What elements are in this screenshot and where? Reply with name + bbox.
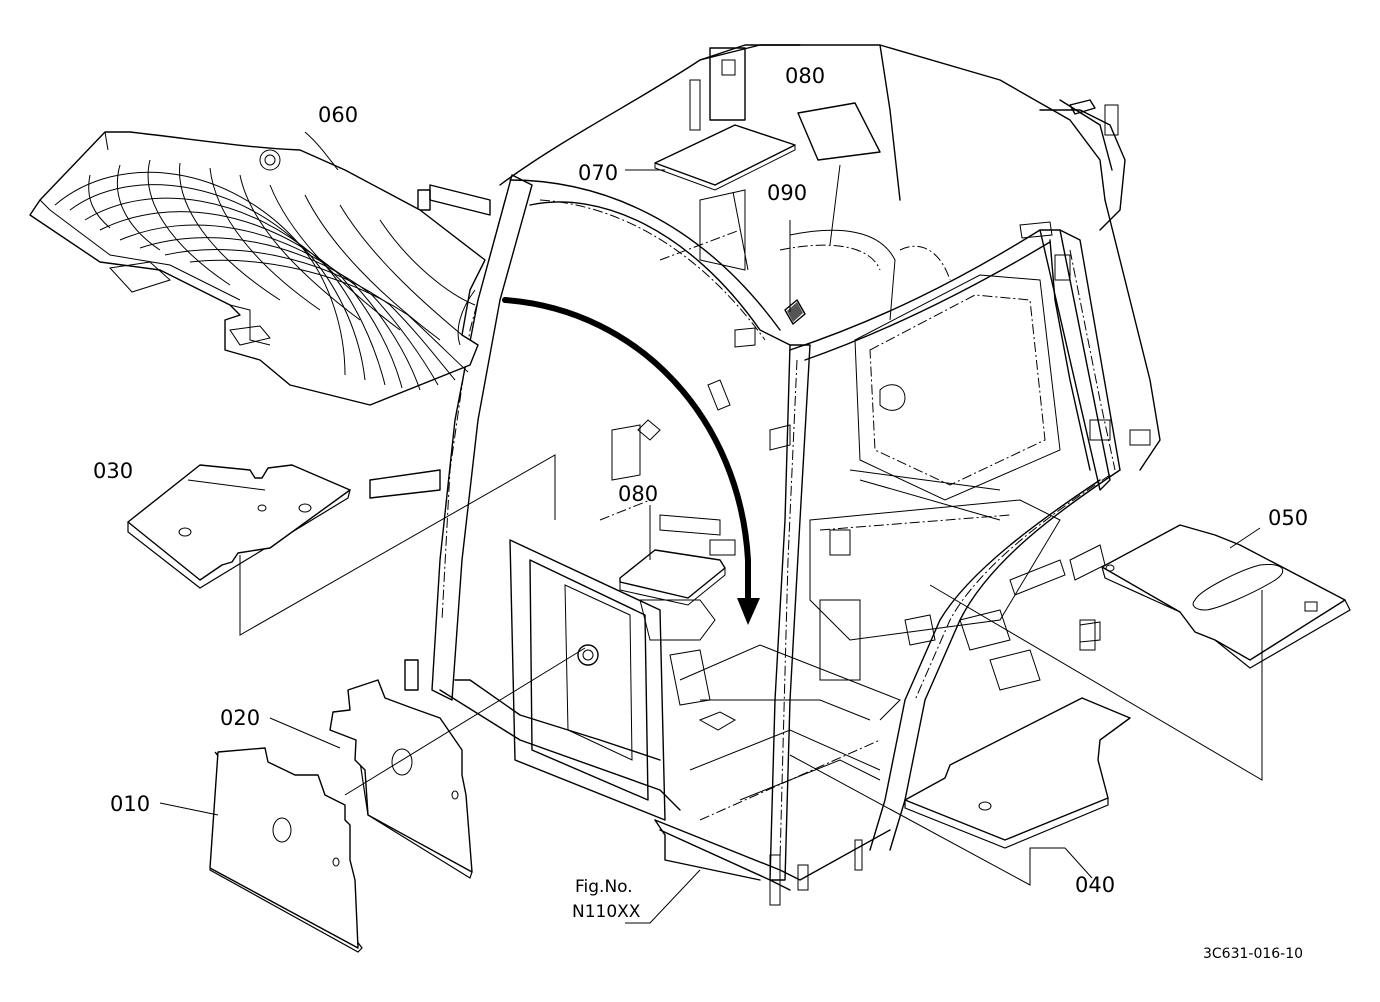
part-040-floor-mat bbox=[904, 697, 1131, 849]
part-020-side-panel bbox=[329, 679, 473, 879]
drawing-code: 3C631-016-10 bbox=[1203, 946, 1303, 962]
callout-070: 070 bbox=[578, 161, 618, 185]
part-030-floor-mat bbox=[127, 464, 351, 589]
figure-number: N110XX bbox=[572, 902, 641, 922]
installation-direction-arrow-icon bbox=[502, 297, 760, 625]
callout-060: 060 bbox=[318, 103, 358, 127]
callout-labels: 060 030 020 010 070 080 090 080 050 040 … bbox=[93, 64, 1308, 962]
part-060-ceiling-liner bbox=[29, 131, 486, 406]
leader-lines bbox=[159, 131, 1263, 924]
callout-090: 090 bbox=[767, 181, 807, 205]
callout-020: 020 bbox=[220, 706, 260, 730]
part-010-side-panel bbox=[209, 747, 363, 953]
callout-050: 050 bbox=[1268, 506, 1308, 530]
figure-label: Fig.No. bbox=[575, 877, 633, 897]
callout-040: 040 bbox=[1075, 873, 1115, 897]
part-090-patch bbox=[784, 299, 806, 325]
callout-030: 030 bbox=[93, 459, 133, 483]
callout-010: 010 bbox=[110, 792, 150, 816]
part-080-top-plate bbox=[797, 102, 881, 161]
callout-080-top: 080 bbox=[785, 64, 825, 88]
part-070-plate bbox=[654, 124, 796, 191]
part-050-floor-mat bbox=[1101, 524, 1351, 669]
callout-080-middle: 080 bbox=[618, 482, 658, 506]
part-080-middle-plate bbox=[619, 549, 726, 606]
cab-frame bbox=[369, 44, 1161, 906]
